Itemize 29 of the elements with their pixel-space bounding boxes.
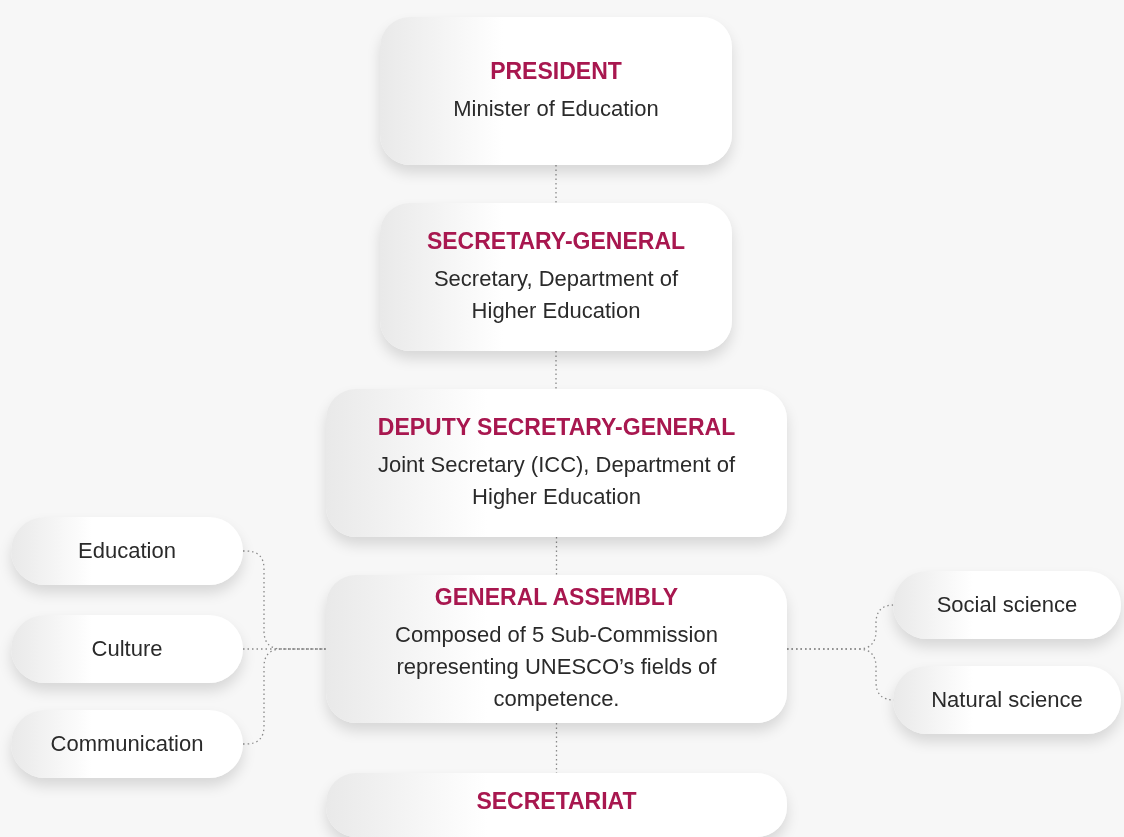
role-title: GENERAL ASSEMBLY	[434, 583, 679, 611]
commission-pill	[893, 666, 1121, 734]
connector-line	[555, 536, 558, 576]
commission-name: Communication	[50, 730, 204, 758]
commission-pill	[11, 517, 243, 585]
role-description: Joint Secretary (ICC), Department of Higher Education	[377, 451, 736, 511]
role-title: SECRETARIAT	[476, 787, 637, 815]
role-description: Composed of 5 Sub-Commission representing UNESCO’s fields of competence.	[394, 621, 719, 713]
role-card	[380, 17, 732, 165]
role-description: Secretary, Department of Higher Education	[432, 265, 680, 325]
commission-name: Education	[78, 537, 176, 565]
role-card	[326, 575, 787, 723]
role-description: Minister of Education	[453, 95, 659, 123]
commission-pill	[11, 710, 243, 778]
role-title: SECRETARY-GENERAL	[426, 227, 686, 255]
commission-name: Natural science	[931, 686, 1083, 714]
role-card	[326, 389, 787, 537]
role-card	[326, 773, 787, 837]
connector-line	[555, 164, 557, 204]
commission-pill	[11, 615, 243, 683]
role-title: DEPUTY SECRETARY-GENERAL	[377, 413, 736, 441]
role-card	[380, 203, 732, 351]
commission-name: Social science	[936, 591, 1078, 619]
role-title: PRESIDENT	[490, 57, 622, 85]
commission-name: Culture	[91, 635, 163, 663]
connector-line	[242, 648, 327, 745]
connector-line	[242, 648, 327, 650]
connector-line	[555, 350, 557, 390]
commission-pill	[893, 571, 1121, 639]
